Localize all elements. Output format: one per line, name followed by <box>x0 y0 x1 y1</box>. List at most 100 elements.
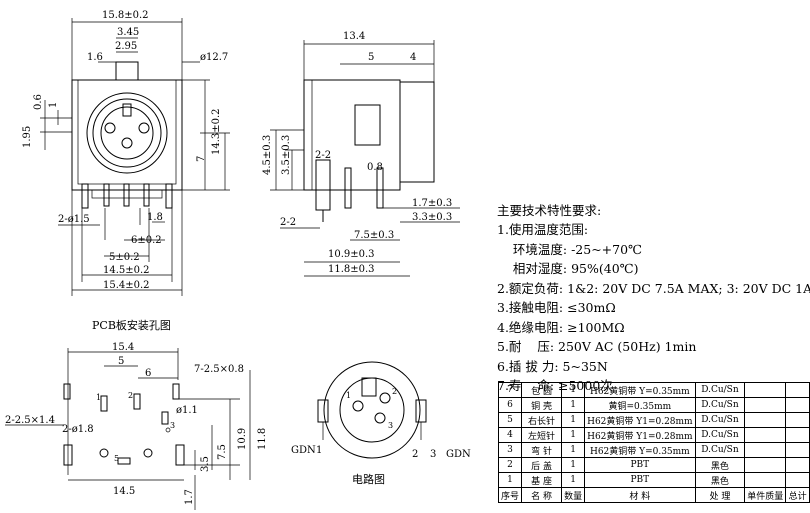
circuit-pin-3 <box>374 412 386 424</box>
circuit-pin-label-2: 2 <box>392 387 397 396</box>
spec-line: 5.耐 压: 250V AC (50Hz) 1min <box>497 339 697 354</box>
side-dim-1-7: 1.7±0.3 <box>412 198 452 209</box>
pcb-dim-1-7: 1.7 <box>184 489 195 505</box>
circuit-key <box>361 377 377 397</box>
pcb-slot-3 <box>133 393 141 410</box>
side-leg-a <box>344 167 352 209</box>
front-pin-2 <box>138 122 150 134</box>
front-base <box>91 189 163 199</box>
dim-14-5: 14.5±0.2 <box>103 265 150 276</box>
spec-line: 2.额定负荷: 1&2: 20V DC 7.5A MAX; 3: 20V DC … <box>497 280 810 296</box>
circuit-pin-2 <box>379 392 391 404</box>
dim-14-3: 14.3±0.2 <box>211 108 222 155</box>
circuit-side-right <box>415 399 427 423</box>
pcb-dim-slot2: 2-2.5×1.4 <box>5 415 55 426</box>
front-inner-circle <box>92 98 162 168</box>
pcb-slot-1 <box>63 383 71 400</box>
side-body-outline <box>303 79 401 191</box>
side-dim-4-5: 4.5±0.3 <box>262 135 273 175</box>
side-window <box>354 104 381 146</box>
side-dim-11-8: 11.8±0.3 <box>328 264 375 275</box>
pcb-slot-4 <box>172 383 180 400</box>
side-dim-13-4: 13.4 <box>343 31 365 42</box>
dim-15-4: 15.4±0.2 <box>103 280 150 291</box>
circuit-side-left <box>317 399 329 423</box>
table-header-row: 序号名 称数量材 料处 理单件质量总计 <box>497 487 810 503</box>
pcb-dim-5: 5 <box>118 356 124 367</box>
pcb-slot-center <box>117 457 131 465</box>
front-insert <box>100 106 154 160</box>
circuit-right-3: 3 <box>430 449 436 460</box>
front-pin-leg-c <box>143 183 150 207</box>
pcb-slot-7 <box>175 444 185 466</box>
dim-5: 5±0.2 <box>109 252 140 263</box>
front-pin-3 <box>121 137 133 149</box>
pcb-slot-2 <box>100 395 108 412</box>
pcb-layout: PCB板安装孔图 15.4 5 6 7-2.5×0.8 ø1.1 2-2.5×1… <box>5 318 268 510</box>
pcb-dim-slot: 7-2.5×0.8 <box>194 364 244 375</box>
pcb-pin-label-3: 3 <box>170 421 175 430</box>
dim-0-6: 0.6 <box>33 94 44 110</box>
pcb-dim-6: 6 <box>145 368 151 379</box>
circuit-left-gdn: GDN <box>291 445 316 456</box>
circuit-right-2: 2 <box>412 449 418 460</box>
pcb-dim-14-5: 14.5 <box>113 486 135 497</box>
pcb-slot-6 <box>63 444 73 466</box>
side-dim-0-8: 0.8 <box>367 162 383 173</box>
side-dim-2-2b: 2-2 <box>280 217 296 228</box>
dim-3-45: 3.45 <box>117 27 139 38</box>
circuit-pin-1 <box>352 400 364 412</box>
side-leg-b <box>376 167 384 209</box>
dim-1: 1 <box>48 102 59 108</box>
spec-line: 6.插 拔 力: 5~35N <box>497 358 608 374</box>
pcb-title: PCB板安装孔图 <box>92 318 171 332</box>
side-pin <box>315 159 331 211</box>
dim-2-95: 2.95 <box>115 41 137 52</box>
front-key <box>122 103 132 117</box>
pcb-dim-15-4: 15.4 <box>112 342 134 353</box>
circuit-outer <box>323 361 421 459</box>
circuit-title: 电路图 <box>352 473 385 486</box>
pcb-slot-5 <box>161 411 169 425</box>
front-pin-leg-a <box>103 183 110 207</box>
front-outer-circle <box>86 92 168 174</box>
front-pin-leg-b <box>123 183 130 207</box>
side-dim-3-3: 3.3±0.3 <box>412 212 452 223</box>
side-dim-2-2a: 2-2 <box>315 150 331 161</box>
dim-dia-12-7: ø12.7 <box>200 52 228 63</box>
spec-line: 1.使用温度范围: <box>497 222 589 237</box>
pcb-dim-hole18: 2-ø1.8 <box>62 424 94 435</box>
spec-heading: 主要技术特性要求: <box>497 203 602 218</box>
spec-list: 1.使用温度范围: 环境温度: -25~+70℃ 相对湿度: 95%(40℃) … <box>497 220 810 396</box>
side-dim-10-9: 10.9±0.3 <box>328 249 375 260</box>
pcb-dim-7-5: 7.5 <box>217 444 228 460</box>
front-leg-left <box>81 183 89 209</box>
circuit-right-gdn: GDN <box>446 449 471 460</box>
dim-15-8: 15.8±0.2 <box>102 10 149 21</box>
front-view: 15.8±0.2 3.45 2.95 1.6 ø12.7 0.6 1 1.95 … <box>22 10 230 296</box>
pcb-dim-hole11: ø1.1 <box>176 405 198 416</box>
dim-7: 7 <box>196 156 207 162</box>
front-pin-1 <box>104 122 116 134</box>
dim-1-8: 1.8 <box>147 212 163 223</box>
pcb-dim-3-5: 3.5 <box>200 456 211 472</box>
spec-line: 相对湿度: 95%(40℃) <box>497 261 639 276</box>
pcb-dim-10-9: 10.9 <box>237 428 248 450</box>
pcb-pin-label-1: 1 <box>96 393 101 402</box>
side-dim-7-5: 7.5±0.3 <box>354 230 394 241</box>
spec-line: 4.绝缘电阻: ≥100MΩ <box>497 319 625 335</box>
pcb-dim-11-8: 11.8 <box>257 428 268 450</box>
circuit-pin-label-1: 1 <box>346 391 351 400</box>
spec-line: 3.接触电阻: ≤30mΩ <box>497 300 616 315</box>
side-front-shell <box>399 81 435 183</box>
pcb-hole-left <box>99 448 109 458</box>
dim-6: 6±0.2 <box>131 235 162 246</box>
circuit-pin-label-3: 3 <box>388 421 393 430</box>
